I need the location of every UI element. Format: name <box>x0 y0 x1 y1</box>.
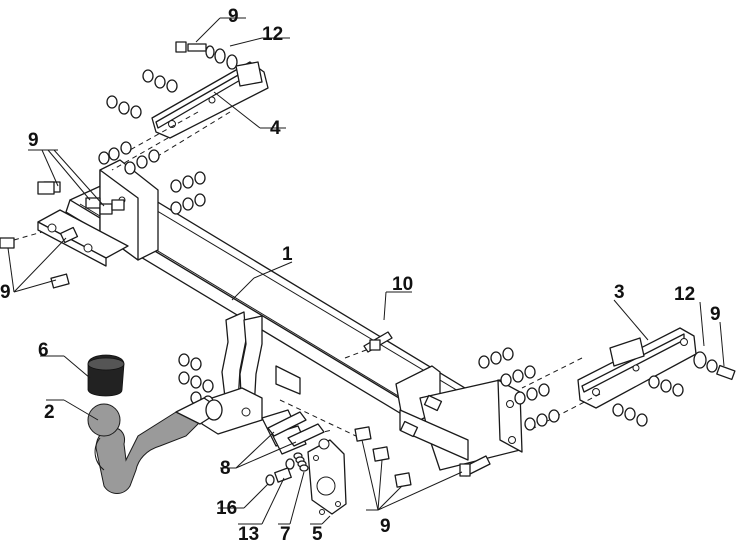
callout-5: 5 <box>312 524 323 545</box>
leader-lines <box>7 17 725 525</box>
callout-13: 13 <box>238 524 259 545</box>
callout-9-upper-left: 9 <box>28 130 39 151</box>
left-side-bracket <box>37 159 159 267</box>
callout-10: 10 <box>392 274 413 295</box>
mounting-plate-4 <box>151 61 269 139</box>
callout-16: 16 <box>216 498 237 519</box>
callout-9-top: 9 <box>228 6 239 27</box>
loose-bolts <box>0 181 491 488</box>
right-side-bracket <box>395 365 523 471</box>
callout-6: 6 <box>38 340 49 361</box>
ball-cover <box>87 354 125 397</box>
callout-9-bottom: 9 <box>380 516 391 537</box>
callout-3: 3 <box>614 282 625 303</box>
callout-12-right: 12 <box>674 284 695 305</box>
callout-7: 7 <box>280 524 291 545</box>
spring-washer <box>293 452 309 472</box>
callout-12-top: 12 <box>262 24 283 45</box>
fastener-stacks <box>98 41 736 431</box>
callout-4: 4 <box>270 118 281 139</box>
callout-2: 2 <box>44 402 55 423</box>
tow-ball-arm <box>87 397 223 494</box>
callout-9-right: 9 <box>710 304 721 325</box>
callout-labels: 1 2 3 4 5 6 7 8 9 9 9 9 9 10 12 12 13 16 <box>0 6 721 545</box>
callout-1: 1 <box>282 244 293 265</box>
socket-plate <box>307 438 347 515</box>
small-fasteners <box>265 452 309 486</box>
callout-9-lower-left: 9 <box>0 282 11 303</box>
callout-8: 8 <box>220 458 231 479</box>
